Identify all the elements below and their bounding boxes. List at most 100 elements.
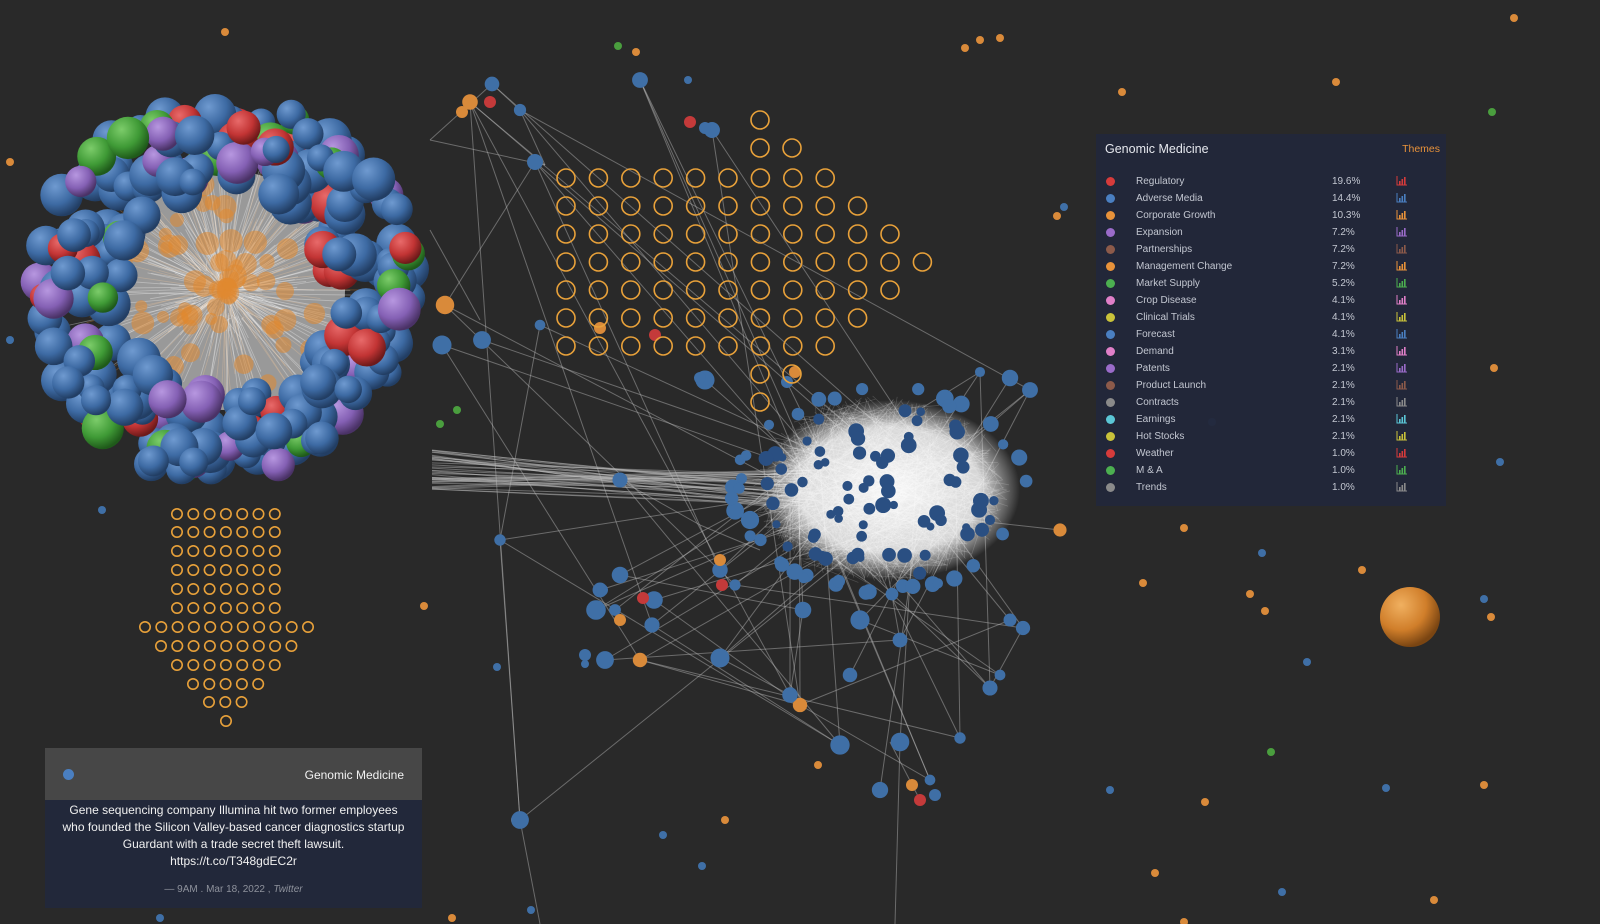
- theme-row[interactable]: Adverse Media 14.4%: [1096, 191, 1446, 208]
- bar-chart-icon[interactable]: [1396, 465, 1407, 475]
- ring-node: [253, 620, 266, 633]
- cluster-node: [956, 460, 970, 474]
- bar-chart-icon[interactable]: [1396, 380, 1407, 390]
- cluster-node: [782, 541, 793, 552]
- cluster-node: [827, 391, 842, 406]
- theme-row[interactable]: Market Supply 5.2%: [1096, 276, 1446, 293]
- network-node: [1053, 523, 1067, 537]
- sphere-node: [261, 448, 295, 482]
- theme-row[interactable]: Expansion 7.2%: [1096, 225, 1446, 242]
- sphere-node: [348, 328, 386, 367]
- bar-chart-icon[interactable]: [1396, 431, 1407, 441]
- theme-percentage: 10.3%: [1332, 210, 1361, 221]
- bar-chart-icon[interactable]: [1396, 278, 1407, 288]
- dense-cluster[interactable]: [432, 72, 1067, 829]
- ring-node: [187, 544, 200, 557]
- ring-node: [268, 507, 281, 520]
- theme-row[interactable]: Weather 1.0%: [1096, 446, 1446, 463]
- sphere-node: [34, 327, 73, 366]
- cluster-node: [913, 566, 927, 580]
- bar-chart-icon[interactable]: [1396, 261, 1407, 271]
- scatter-node: [1382, 784, 1390, 792]
- cluster-node: [766, 496, 780, 511]
- network-node: [974, 366, 986, 378]
- scatter-node: [659, 831, 667, 839]
- sphere-core-node: [204, 195, 221, 211]
- network-node: [432, 335, 452, 355]
- theme-row[interactable]: Contracts 2.1%: [1096, 395, 1446, 412]
- network-edge: [989, 627, 1024, 689]
- theme-row[interactable]: Corporate Growth 10.3%: [1096, 208, 1446, 225]
- cluster-node: [842, 480, 853, 491]
- network-edge: [699, 524, 761, 551]
- cluster-node: [935, 514, 947, 527]
- theme-row[interactable]: Product Launch 2.1%: [1096, 378, 1446, 395]
- cluster-node: [832, 506, 844, 517]
- ring-node: [653, 168, 674, 188]
- theme-name: Management Change: [1136, 261, 1233, 272]
- ring-node: [268, 544, 281, 557]
- bar-chart-icon[interactable]: [1396, 244, 1407, 254]
- bar-chart-icon[interactable]: [1396, 448, 1407, 458]
- ring-node: [236, 620, 249, 633]
- theme-row[interactable]: Regulatory 19.6%: [1096, 174, 1446, 191]
- bar-chart-icon[interactable]: [1396, 227, 1407, 237]
- bar-chart-icon[interactable]: [1396, 176, 1407, 186]
- scatter-node: [961, 44, 969, 52]
- sphere-node: [305, 421, 339, 455]
- theme-row[interactable]: Forecast 4.1%: [1096, 327, 1446, 344]
- bar-chart-icon[interactable]: [1396, 346, 1407, 356]
- bar-chart-icon[interactable]: [1396, 193, 1407, 203]
- scatter-node: [1201, 798, 1209, 806]
- theme-row[interactable]: M & A 1.0%: [1096, 463, 1446, 480]
- theme-row[interactable]: Crop Disease 4.1%: [1096, 293, 1446, 310]
- network-node: [740, 510, 760, 530]
- bar-chart-icon[interactable]: [1396, 414, 1407, 424]
- cluster-node: [1019, 474, 1033, 488]
- theme-row[interactable]: Partnerships 7.2%: [1096, 242, 1446, 259]
- ring-node: [750, 224, 771, 244]
- ring-node: [588, 252, 609, 272]
- cluster-node: [882, 547, 896, 562]
- themes-link[interactable]: Themes: [1402, 143, 1440, 155]
- scatter-node: [1358, 566, 1366, 574]
- ring-node: [219, 695, 232, 708]
- sphere-node: [352, 157, 396, 201]
- large-orange-node[interactable]: [1380, 587, 1440, 647]
- bar-chart-icon[interactable]: [1396, 312, 1407, 322]
- bar-chart-icon[interactable]: [1396, 363, 1407, 373]
- theme-name: Corporate Growth: [1136, 210, 1216, 221]
- ring-node: [620, 280, 641, 300]
- bar-chart-icon[interactable]: [1396, 482, 1407, 492]
- scatter-node: [420, 602, 428, 610]
- theme-row[interactable]: Patents 2.1%: [1096, 361, 1446, 378]
- scatter-node: [527, 906, 535, 914]
- ring-node: [203, 677, 216, 690]
- bar-chart-icon[interactable]: [1396, 210, 1407, 220]
- ring-node: [750, 392, 770, 412]
- ring-node: [556, 336, 576, 356]
- cluster-node: [754, 533, 767, 547]
- ring-node: [750, 308, 771, 328]
- theme-row[interactable]: Management Change 7.2%: [1096, 259, 1446, 276]
- ring-node: [815, 196, 836, 216]
- theme-row[interactable]: Demand 3.1%: [1096, 344, 1446, 361]
- news-link[interactable]: https://t.co/T348gdEC2r: [170, 854, 297, 868]
- bar-chart-icon[interactable]: [1396, 295, 1407, 305]
- cluster-node: [912, 383, 925, 396]
- cluster-node: [724, 491, 739, 506]
- cluster-node: [763, 419, 775, 430]
- theme-row[interactable]: Clinical Trials 4.1%: [1096, 310, 1446, 327]
- cluster-node: [996, 527, 1009, 541]
- cluster-node: [962, 523, 971, 532]
- theme-row[interactable]: Earnings 2.1%: [1096, 412, 1446, 429]
- bar-chart-icon[interactable]: [1396, 329, 1407, 339]
- network-node: [527, 154, 543, 170]
- scattered-nodes: [6, 14, 1518, 924]
- news-card[interactable]: Genomic Medicine Gene sequencing company…: [45, 748, 422, 908]
- theme-row[interactable]: Trends 1.0%: [1096, 480, 1446, 497]
- sphere-cluster[interactable]: [20, 93, 429, 485]
- bar-chart-icon[interactable]: [1396, 397, 1407, 407]
- theme-row[interactable]: Hot Stocks 2.1%: [1096, 429, 1446, 446]
